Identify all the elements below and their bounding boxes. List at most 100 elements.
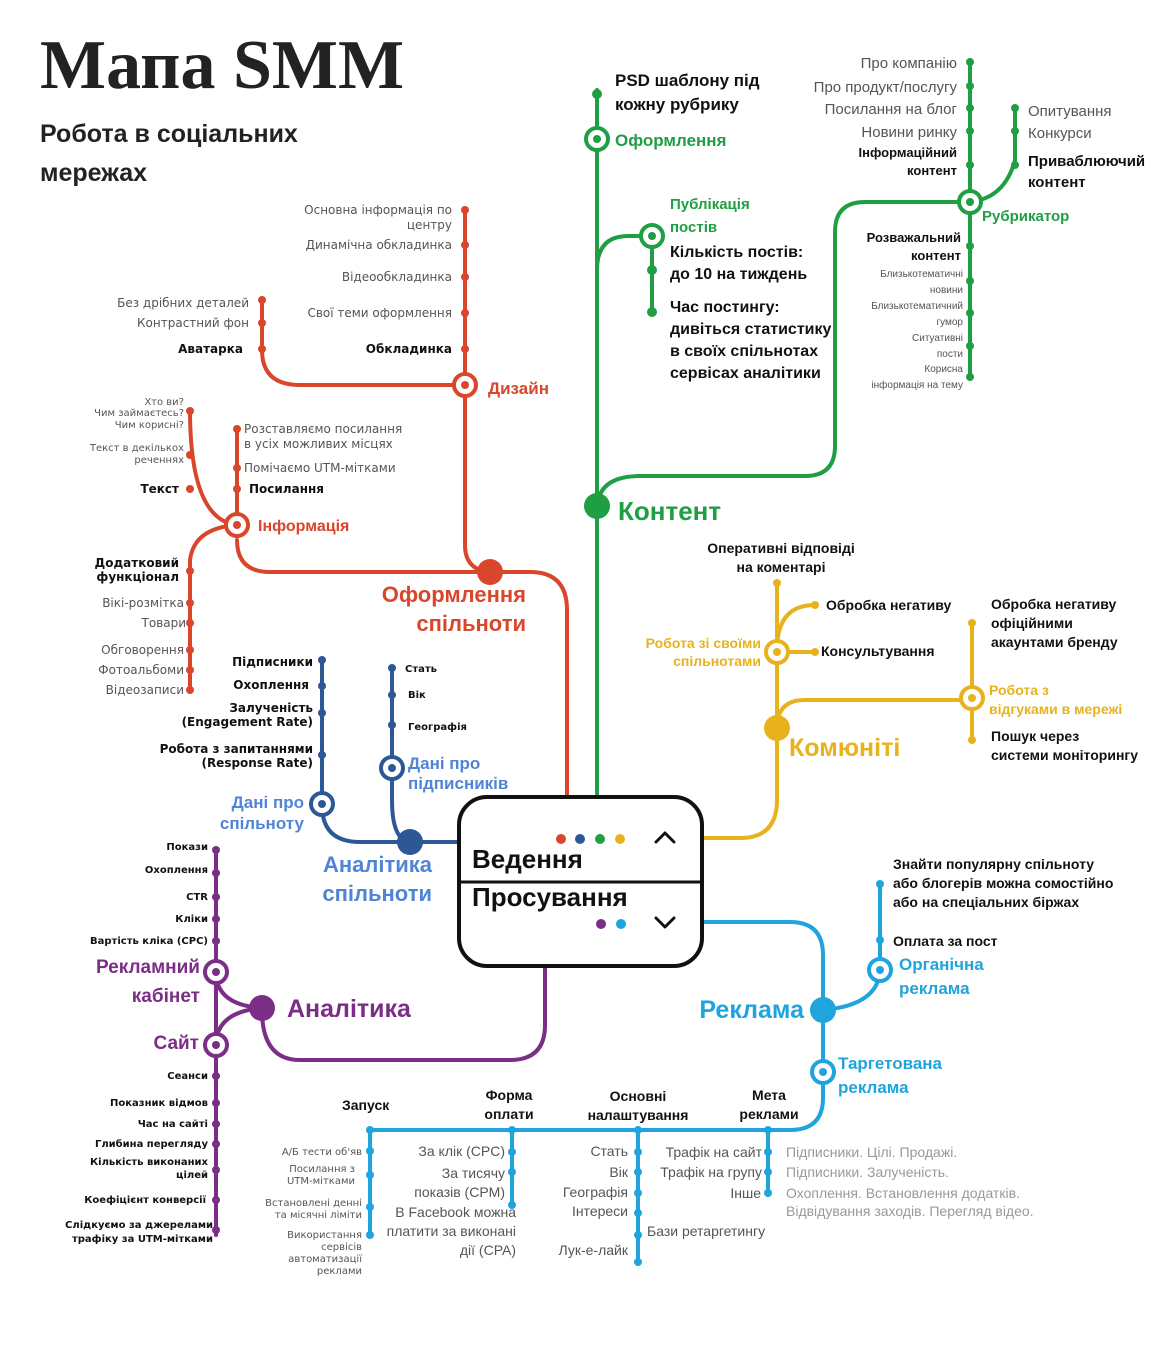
svg-text:Обробка негативу: Обробка негативу [991, 596, 1117, 612]
svg-text:За тисячу: За тисячу [442, 1165, 505, 1181]
svg-text:Відеообкладинка: Відеообкладинка [342, 270, 452, 284]
svg-text:Фотоальбоми: Фотоальбоми [98, 663, 184, 677]
station-dot [966, 161, 974, 169]
design-title-line1: Оформлення [382, 582, 526, 607]
station-dot [966, 342, 974, 350]
svg-text:Сайт: Сайт [153, 1033, 199, 1054]
station-dot [212, 915, 220, 923]
ads-labels: Реклама Органічна реклама Знайти популяр… [265, 856, 1113, 1277]
svg-text:Ситуативні: Ситуативні [912, 333, 963, 344]
station-dot [811, 648, 819, 656]
svg-text:новини: новини [930, 285, 963, 296]
svg-text:Рекламний: Рекламний [96, 957, 200, 978]
svg-text:до 10 на тиждень: до 10 на тиждень [670, 266, 807, 283]
svg-text:За клік (CPC): За клік (CPC) [418, 1143, 505, 1159]
station-dot [186, 485, 194, 493]
svg-text:(Engagement Rate): (Engagement Rate) [182, 715, 313, 729]
station-dot [461, 273, 469, 281]
svg-text:Основні: Основні [610, 1088, 667, 1104]
svg-text:платити за виконані: платити за виконані [387, 1223, 516, 1239]
station-dot [508, 1168, 516, 1176]
svg-text:Покази: Покази [166, 842, 208, 853]
station-dot [461, 345, 469, 353]
page-subtitle-line2: мережах [40, 159, 147, 187]
svg-text:Пошук через: Пошук через [991, 728, 1079, 744]
design-title-line2: спільноти [416, 611, 526, 636]
station-dot [318, 656, 326, 664]
svg-text:Чим займаєтесь?: Чим займаєтесь? [94, 408, 184, 419]
analytics-community-labels: Аналітика спільноти Дані про спільноту Д… [160, 655, 509, 906]
station-ads-main [810, 997, 836, 1023]
svg-text:Географія: Географія [408, 721, 467, 733]
svg-text:Форма: Форма [486, 1087, 533, 1103]
station-dot [233, 485, 241, 493]
station-dot [773, 579, 781, 587]
content-stations [584, 58, 1019, 519]
svg-text:або на спеціальних біржах: або на спеціальних біржах [893, 894, 1079, 910]
svg-text:Аналітика: Аналітика [323, 852, 433, 877]
analytics-title: Аналітика [287, 995, 412, 1023]
svg-text:Охоплення: Охоплення [233, 678, 309, 692]
svg-text:Бази ретаргетингу: Бази ретаргетингу [647, 1223, 765, 1239]
center-bottom-section[interactable]: Просування [472, 882, 676, 929]
svg-text:Інтереси: Інтереси [572, 1203, 628, 1219]
ads-stations [366, 880, 893, 1266]
svg-text:сервісах аналітики: сервісах аналітики [670, 365, 821, 382]
station-dot [366, 1171, 374, 1179]
svg-text:Інформаційний: Інформаційний [859, 145, 957, 160]
svg-text:Хто ви?: Хто ви? [144, 397, 184, 408]
station-core [212, 1041, 220, 1049]
svg-text:інформація на тему: інформація на тему [871, 379, 963, 391]
station-core [968, 694, 976, 702]
svg-text:акаунтами бренду: акаунтами бренду [991, 634, 1118, 650]
center-top-section[interactable]: Ведення [472, 831, 676, 874]
station-dot [966, 373, 974, 381]
svg-text:цілей: цілей [176, 1170, 208, 1181]
svg-text:Динамічна обкладинка: Динамічна обкладинка [306, 238, 452, 252]
svg-text:Про компанію: Про компанію [861, 55, 957, 72]
station-dot [764, 1168, 772, 1176]
analytics-community-stations [309, 656, 423, 855]
svg-text:контент: контент [907, 163, 957, 178]
station-dot [966, 58, 974, 66]
svg-text:реклами: реклами [739, 1106, 798, 1122]
svg-text:Підписники. Цілі. Продажі.: Підписники. Цілі. Продажі. [786, 1144, 957, 1160]
svg-text:Розважальний: Розважальний [867, 230, 961, 245]
page-title: Мапа SMM [40, 27, 404, 104]
station-analytics-main [249, 995, 275, 1021]
svg-text:Інформація: Інформація [258, 518, 349, 535]
station-dot [764, 1126, 772, 1134]
station-dot [186, 686, 194, 694]
station-dot [968, 736, 976, 744]
legend-dot-ads [616, 919, 626, 929]
svg-text:дії (CPA): дії (CPA) [460, 1242, 516, 1258]
svg-text:реклама: реклама [838, 1078, 909, 1097]
svg-text:офіційними: офіційними [991, 615, 1073, 631]
station-dot [966, 242, 974, 250]
svg-text:центру: центру [407, 218, 452, 232]
svg-text:Використання: Використання [287, 1230, 362, 1241]
svg-text:Текст в декількох: Текст в декількох [89, 442, 184, 454]
svg-text:Посилання: Посилання [249, 482, 324, 496]
station-dot [1011, 104, 1019, 112]
svg-text:Географія: Географія [563, 1184, 628, 1200]
station-dot [634, 1258, 642, 1266]
svg-text:CTR: CTR [186, 892, 208, 903]
station-dot [966, 309, 974, 317]
chevron-down-icon[interactable] [654, 916, 676, 929]
station-core [233, 521, 241, 529]
station-dot [318, 682, 326, 690]
station-dot [186, 619, 194, 627]
station-dot [966, 104, 974, 112]
svg-text:Слідкуємо за джерелами: Слідкуємо за джерелами [65, 1220, 213, 1231]
svg-text:Трафік на сайт: Трафік на сайт [666, 1144, 763, 1160]
legend-dot-analytics-community [575, 834, 585, 844]
chevron-up-icon[interactable] [654, 831, 676, 844]
svg-text:спільнотами: спільнотами [673, 653, 761, 669]
station-dot [388, 721, 396, 729]
svg-text:Вік: Вік [408, 690, 426, 701]
station-content-main [584, 493, 610, 519]
svg-text:Охоплення. Встановлення додатк: Охоплення. Встановлення додатків. [786, 1185, 1020, 1201]
svg-text:реченнях: реченнях [134, 455, 184, 466]
svg-text:спільноту: спільноту [220, 814, 305, 833]
